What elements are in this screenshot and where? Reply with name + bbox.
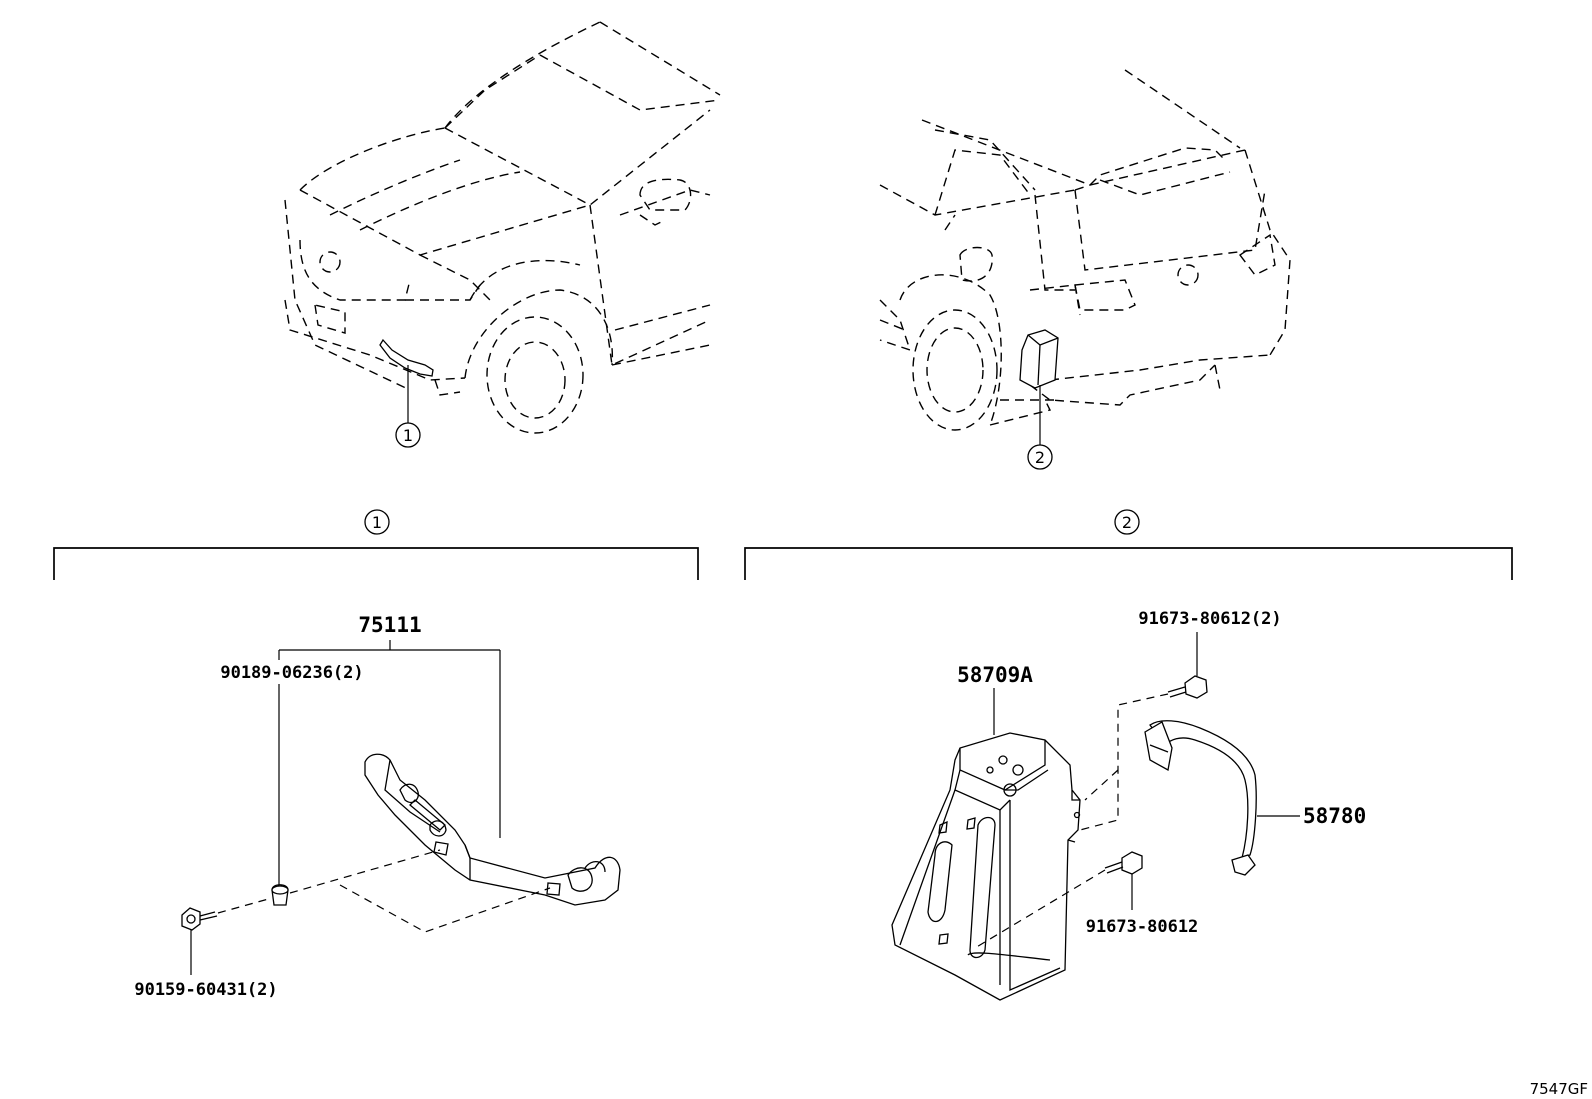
label-58709A: 58709A: [957, 663, 1033, 735]
part-number-58709A: 58709A: [957, 663, 1033, 687]
bracket-75111-illustration: [364, 753, 621, 906]
part-number-91673-80612-top: 91673-80612(2): [1138, 609, 1281, 629]
section-marker-left: 1: [372, 513, 382, 532]
part-number-91673-80612-bottom: 91673-80612: [1086, 917, 1199, 937]
bolt-top-illustration: [1167, 632, 1208, 699]
part-number-90189-06236: 90189-06236(2): [220, 663, 363, 683]
bolt-bottom-illustration: [1104, 851, 1143, 910]
screw-90159-illustration: [181, 907, 218, 975]
strap-58780-illustration: [1144, 720, 1257, 876]
part-number-75111: 75111: [358, 613, 421, 637]
front-callout-number: 1: [403, 426, 413, 445]
section-header-left: 1: [53, 509, 699, 580]
section-marker-right: 2: [1122, 513, 1132, 532]
front-vehicle-illustration: [284, 21, 721, 434]
part-number-58780: 58780: [1303, 804, 1366, 828]
diagram-code: 7547GF: [1530, 1080, 1588, 1098]
install-lines-left: [217, 849, 551, 933]
clip-90189-illustration: [271, 650, 289, 906]
bracket-58709A-illustration: [891, 732, 1081, 1001]
part-number-90159-60431: 90159-60431(2): [134, 980, 277, 1000]
section-header-right: 2: [744, 509, 1513, 580]
front-callout: 1: [395, 365, 421, 448]
label-58780: 58780: [1257, 804, 1366, 828]
rear-callout: 2: [1027, 385, 1053, 470]
rear-callout-number: 2: [1035, 448, 1045, 467]
install-lines-right: [974, 693, 1169, 949]
label-75111: 75111: [279, 613, 501, 838]
rear-vehicle-illustration: [879, 69, 1291, 431]
